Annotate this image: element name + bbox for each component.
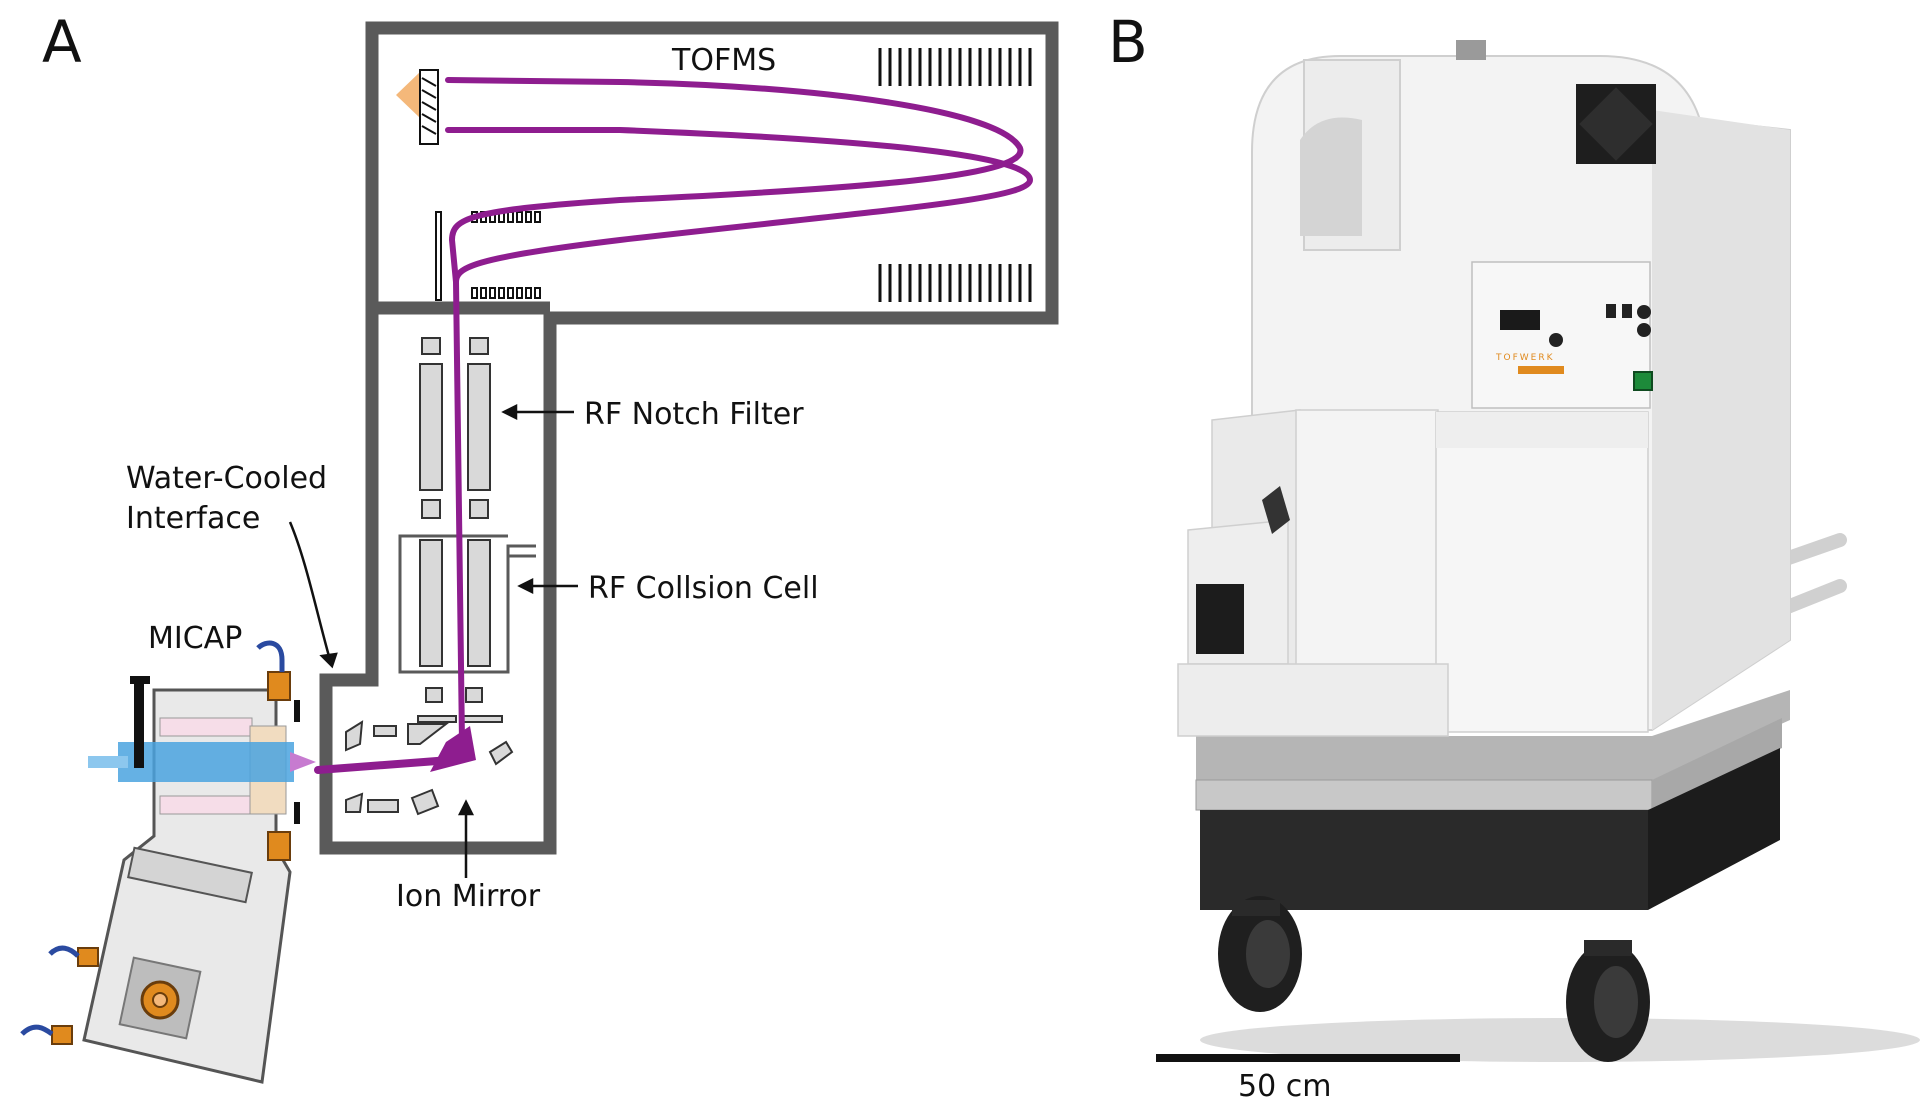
- scale-bar-label: 50 cm: [1238, 1069, 1331, 1101]
- tofms-label: TOFMS: [671, 43, 776, 78]
- panel-a-letter: A: [42, 8, 82, 76]
- water-cooled-label-line1: Water-Cooled: [126, 461, 327, 496]
- water-cooled-label-line2: Interface: [126, 501, 260, 536]
- tofms-chamber-wall: [319, 21, 1059, 855]
- label-arrows: [288, 403, 578, 878]
- micap-source: [20, 640, 316, 1084]
- ion-mirror-label: Ion Mirror: [396, 879, 541, 914]
- rf-collision-cell: [398, 534, 536, 674]
- panel-b-letter: B: [1108, 8, 1148, 76]
- brand-logo: TOFWERK: [1495, 353, 1555, 363]
- rf-notch-filter-label: RF Notch Filter: [584, 397, 804, 432]
- panel-a-schematic: A TOFMS: [20, 8, 1059, 1084]
- cart-wheels: [1218, 896, 1650, 1062]
- ion-mirror-electrodes: [345, 687, 514, 816]
- reflectron-lower-grid: [878, 264, 1032, 302]
- micap-label: MICAP: [148, 621, 242, 656]
- detector-hatching: [421, 77, 437, 135]
- cart: [1195, 533, 1847, 910]
- extraction-lower-electrodes: [471, 287, 541, 299]
- detector-cone: [396, 72, 420, 118]
- rf-collision-cell-label: RF Collsion Cell: [588, 571, 819, 606]
- rf-notch-filter-rods: [419, 337, 491, 519]
- panel-b-photo: B: [1108, 8, 1920, 1101]
- front-module: [1177, 409, 1649, 737]
- ion-beam: [314, 77, 1034, 774]
- reflectron-upper-grid: [878, 48, 1032, 86]
- scale-bar: [1156, 1054, 1460, 1062]
- floor-shadow: [1200, 1018, 1920, 1062]
- extraction-plate: [435, 211, 442, 301]
